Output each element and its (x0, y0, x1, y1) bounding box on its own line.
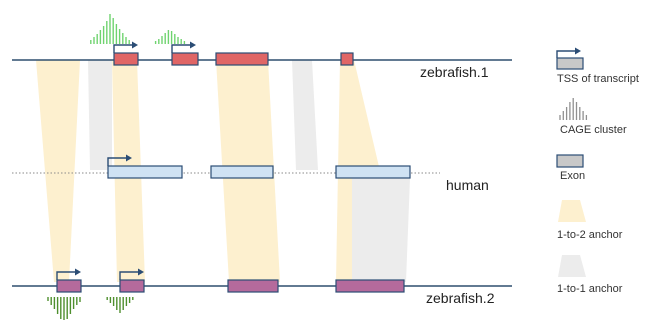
exon-zebrafish1 (171, 52, 199, 66)
tss-arrow-head (138, 268, 144, 276)
tss-arrow-icon (556, 47, 581, 58)
anchor-1to2 (36, 60, 80, 282)
legend-label-cage: CAGE cluster (560, 124, 627, 136)
tss-layer (56, 41, 196, 280)
exon-human (107, 165, 183, 179)
tss-arrow-head (126, 154, 132, 162)
anchor-1to1 (88, 60, 112, 170)
anchor-1to1-icon (558, 255, 586, 277)
exons-layer (56, 52, 411, 293)
cage-cluster-zebrafish1-b (154, 30, 186, 44)
legend-label-anchor-1to1: 1-to-1 anchor (557, 283, 623, 295)
anchor-1to2-icon (558, 200, 586, 222)
anchor-1to1 (292, 60, 318, 170)
exon-zebrafish2 (227, 279, 279, 293)
exon-zebrafish2 (119, 279, 145, 293)
legend-label-tss: TSS of transcript (557, 73, 639, 85)
tss-arrow-icon (107, 154, 132, 166)
cage-layer (47, 14, 186, 320)
track-label-zebrafish2: zebrafish.2 (426, 290, 495, 306)
track-label-human: human (446, 177, 489, 193)
exon-box-icon (556, 154, 584, 168)
tss-arrow-head (132, 41, 138, 49)
exon-box-icon (556, 57, 584, 70)
cage-cluster-zebrafish1-a (90, 14, 130, 44)
tss-arrow-icon (119, 268, 144, 280)
cage-cluster-zebrafish2-a (47, 297, 81, 320)
tss-arrow-head (190, 41, 196, 49)
tss-arrow-shaft (556, 50, 575, 58)
legend-icons (556, 47, 588, 277)
cage-cluster-zebrafish2-b (106, 297, 134, 313)
tss-arrow-shaft (119, 271, 138, 280)
exon-human (335, 165, 411, 179)
tss-arrow-icon (113, 41, 138, 53)
tss-arrow-shaft (171, 44, 190, 53)
exon-zebrafish2 (56, 279, 82, 293)
tss-arrow-icon (56, 268, 81, 280)
exon-zebrafish2 (335, 279, 405, 293)
tss-arrow-icon (171, 41, 196, 53)
tss-arrow-head (575, 47, 581, 55)
anchor-1to1 (352, 178, 410, 282)
exon-zebrafish1 (215, 52, 269, 66)
exon-zebrafish1 (113, 52, 139, 66)
exon-zebrafish1 (340, 52, 354, 66)
cage-cluster-icon (559, 98, 588, 120)
legend-label-exon: Exon (560, 170, 586, 182)
legend-label-anchor-1to2: 1-to-2 anchor (557, 229, 623, 241)
tss-arrow-head (75, 268, 81, 276)
exon-human (210, 165, 274, 179)
tss-arrow-shaft (56, 271, 75, 280)
tss-arrow-shaft (107, 157, 126, 166)
track-label-zebrafish1: zebrafish.1 (420, 64, 489, 80)
tss-arrow-shaft (113, 44, 132, 53)
